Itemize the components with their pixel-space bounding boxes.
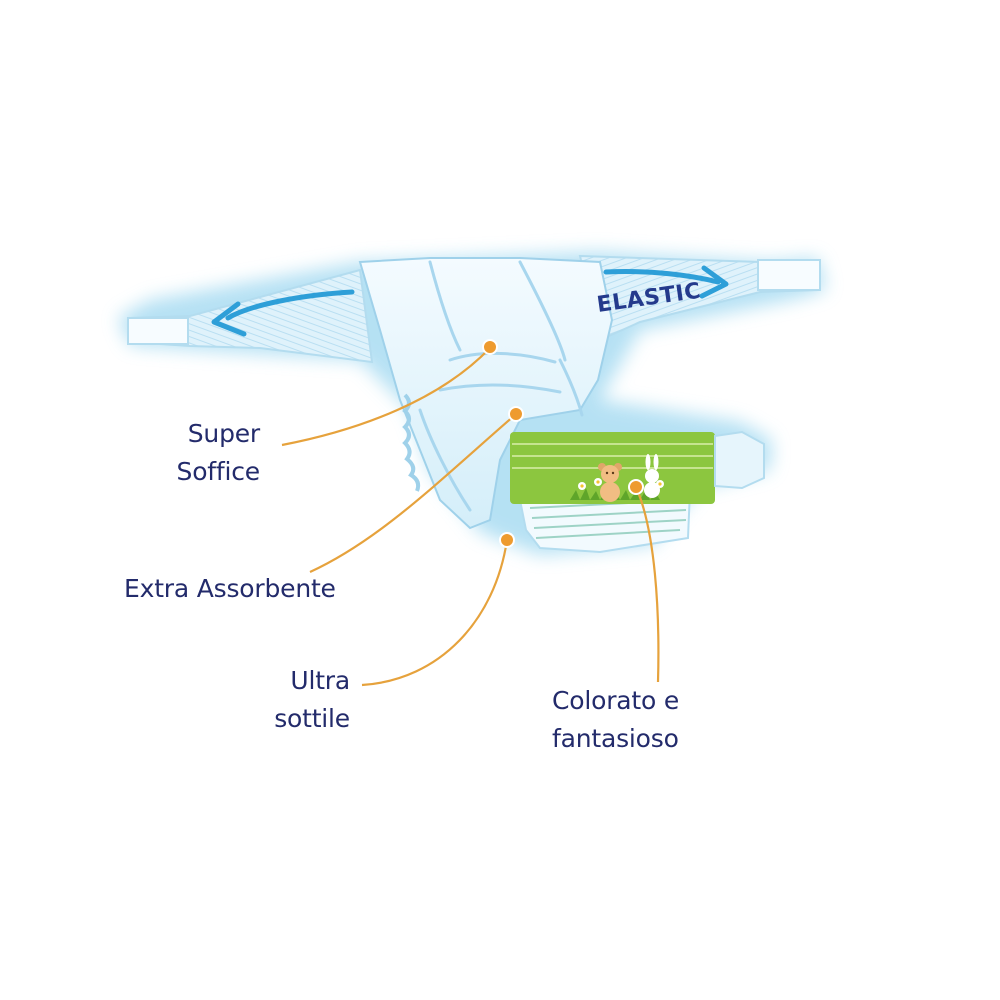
callout-ultra-sottile-line2: sottile [274, 704, 350, 733]
front-side-tab [714, 430, 765, 490]
callout-colorato-fantasioso-line2: fantasioso [552, 724, 679, 753]
leader-dot-ultra-sottile [499, 532, 515, 548]
left-tab [127, 317, 189, 345]
leader-dot-extra-assorbente [508, 406, 524, 422]
flower-icon [578, 478, 664, 490]
callout-super-soffice-line2: Soffice [176, 457, 261, 486]
callout-ultra-sottile: Ultra sottile [248, 662, 350, 738]
callout-super-soffice: Super Soffice [150, 415, 261, 491]
leader-dot-colorato [628, 479, 644, 495]
callout-colorato-fantasioso: Colorato e fantasioso [552, 682, 679, 758]
leader-line-extra-assorbente [309, 414, 516, 574]
right-tab [757, 259, 821, 291]
callout-extra-assorbente: Extra Assorbente [124, 570, 336, 608]
left-elastic-arrow-icon [211, 289, 355, 337]
leader-dots [482, 339, 644, 548]
leader-line-ultra-sottile [361, 539, 509, 687]
callout-super-soffice-line1: Super [187, 419, 260, 448]
diaper-folds [418, 260, 584, 512]
leader-dot-super-soffice [482, 339, 498, 355]
callout-colorato-fantasioso-line1: Colorato e [552, 686, 680, 715]
teddy-bear-icon [598, 463, 622, 502]
bunny-icon [644, 454, 660, 498]
leader-lines [281, 347, 660, 687]
leader-line-colorato [634, 486, 660, 683]
leg-cuff-left [402, 393, 421, 492]
callout-extra-assorbente-line1: Extra Assorbente [124, 574, 336, 603]
leader-line-super-soffice [281, 347, 491, 447]
right-elastic-arrow-icon [603, 265, 729, 299]
callout-ultra-sottile-line1: Ultra [290, 666, 350, 695]
